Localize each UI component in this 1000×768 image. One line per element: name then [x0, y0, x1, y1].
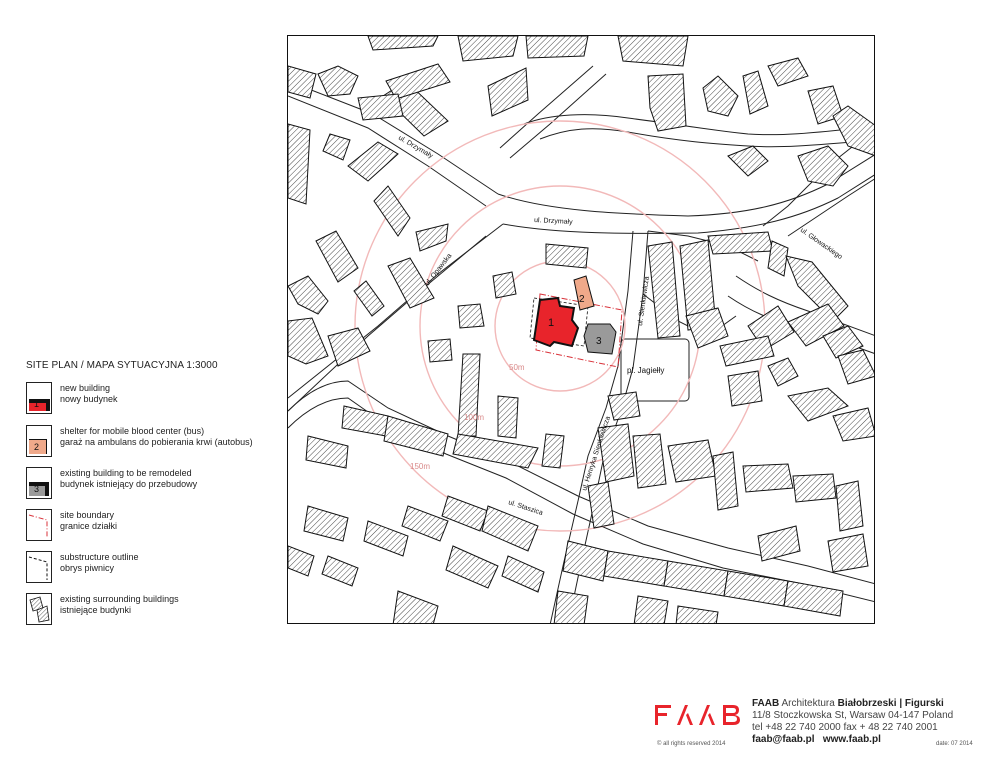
substructure-outline	[529, 297, 589, 347]
site-boundary-swatch	[26, 509, 52, 541]
legend-label-en: shelter for mobile blood center (bus)	[60, 426, 205, 436]
legend-label-en: site boundary	[60, 510, 115, 520]
firm-phone: tel +48 22 740 2000 fax + 48 22 740 2001	[752, 722, 938, 733]
legend-item-new-building: 1 new building nowy budynek	[26, 382, 286, 416]
faab-logo	[655, 703, 741, 734]
swatch-number: 3	[33, 484, 39, 494]
legend-label-en: substructure outline	[60, 552, 139, 562]
new-building-swatch: 1	[26, 382, 52, 414]
existing-building-swatch: 3	[26, 467, 52, 499]
ring-label-100m: 100m	[464, 413, 484, 422]
legend-label-pl: nowy budynek	[60, 394, 118, 404]
ring-label-150m: 150m	[410, 462, 430, 471]
street-label-drzymaly-upper: ul. Drzymały	[397, 135, 434, 161]
legend-item-surrounding-buildings: existing surrounding buildings istniejąc…	[26, 593, 286, 627]
legend-item-shelter: 2 shelter for mobile blood center (bus) …	[26, 425, 286, 459]
firm-info: FAAB Architektura Białobrzeski | Figursk…	[752, 698, 953, 746]
square-label-jagielly: pl. Jagiełły	[627, 366, 664, 375]
firm-name: FAAB Architektura Białobrzeski | Figursk…	[752, 698, 953, 710]
new-building-number: 1	[548, 317, 554, 329]
firm-name-separator: |	[899, 698, 903, 709]
copyright-notice: © all rights reserved 2014	[657, 741, 726, 747]
legend-label-pl: granice działki	[60, 521, 118, 531]
new-building	[532, 296, 580, 348]
legend-item-substructure: substructure outline obrys piwnicy	[26, 551, 286, 585]
site-plan-map: ul. Drzymały ul. Drzymały ul. Głowackieg…	[287, 35, 875, 624]
legend-label-en: existing surrounding buildings	[60, 594, 179, 604]
project-site: 1 2 3	[529, 275, 623, 368]
legend-label-en: existing building to be remodeled	[60, 468, 192, 478]
street-label-opawska: ul. Opawska	[424, 252, 453, 287]
street-label-sienkiewicza-upper: ul. Sienkiewicza	[637, 276, 651, 326]
legend-title: SITE PLAN / MAPA SYTUACYJNA 1:3000	[26, 360, 218, 371]
firm-name-bold1: FAAB	[752, 698, 780, 709]
legend-item-existing-remodel: 3 existing building to be remodeled budy…	[26, 467, 286, 501]
street-label-staszica: ul. Staszica	[507, 499, 543, 517]
shelter-number: 2	[579, 294, 585, 305]
swatch-number: 1	[33, 399, 39, 409]
firm-address: 11/8 Stoczkowska St, Warsaw 04-147 Polan…	[752, 710, 954, 721]
substructure-swatch	[26, 551, 52, 583]
street-label-glowackiego: ul. Głowackiego	[799, 227, 844, 261]
existing-buildings	[288, 36, 874, 623]
legend-label-en: new building	[60, 383, 111, 393]
existing-remodel-building	[583, 323, 617, 355]
drawing-date: date: 07 2014	[936, 741, 973, 747]
shelter-swatch: 2	[26, 425, 52, 457]
firm-contact[interactable]: faab@faab.pl www.faab.pl	[752, 734, 881, 745]
hatched-buildings-swatch	[26, 593, 52, 625]
existing-building-number: 3	[596, 336, 602, 347]
legend-label-pl: garaż na ambulans do pobierania krwi (au…	[60, 437, 253, 447]
firm-name-bold3: Figurski	[904, 698, 944, 709]
legend-label-pl: istniejące budynki	[60, 605, 132, 615]
street-label-drzymaly-lower: ul. Drzymały	[534, 217, 573, 226]
swatch-number: 2	[33, 442, 39, 452]
legend-label-pl: obrys piwnicy	[60, 563, 115, 573]
legend-label-pl: budynek istniejący do przebudowy	[60, 479, 198, 489]
legend-item-site-boundary: site boundary granice działki	[26, 509, 286, 543]
firm-name-normal: Architektura	[781, 698, 835, 709]
ring-label-50m: 50m	[509, 363, 525, 372]
shelter-building	[573, 275, 595, 311]
firm-name-bold2: Białobrzeski	[837, 698, 897, 709]
